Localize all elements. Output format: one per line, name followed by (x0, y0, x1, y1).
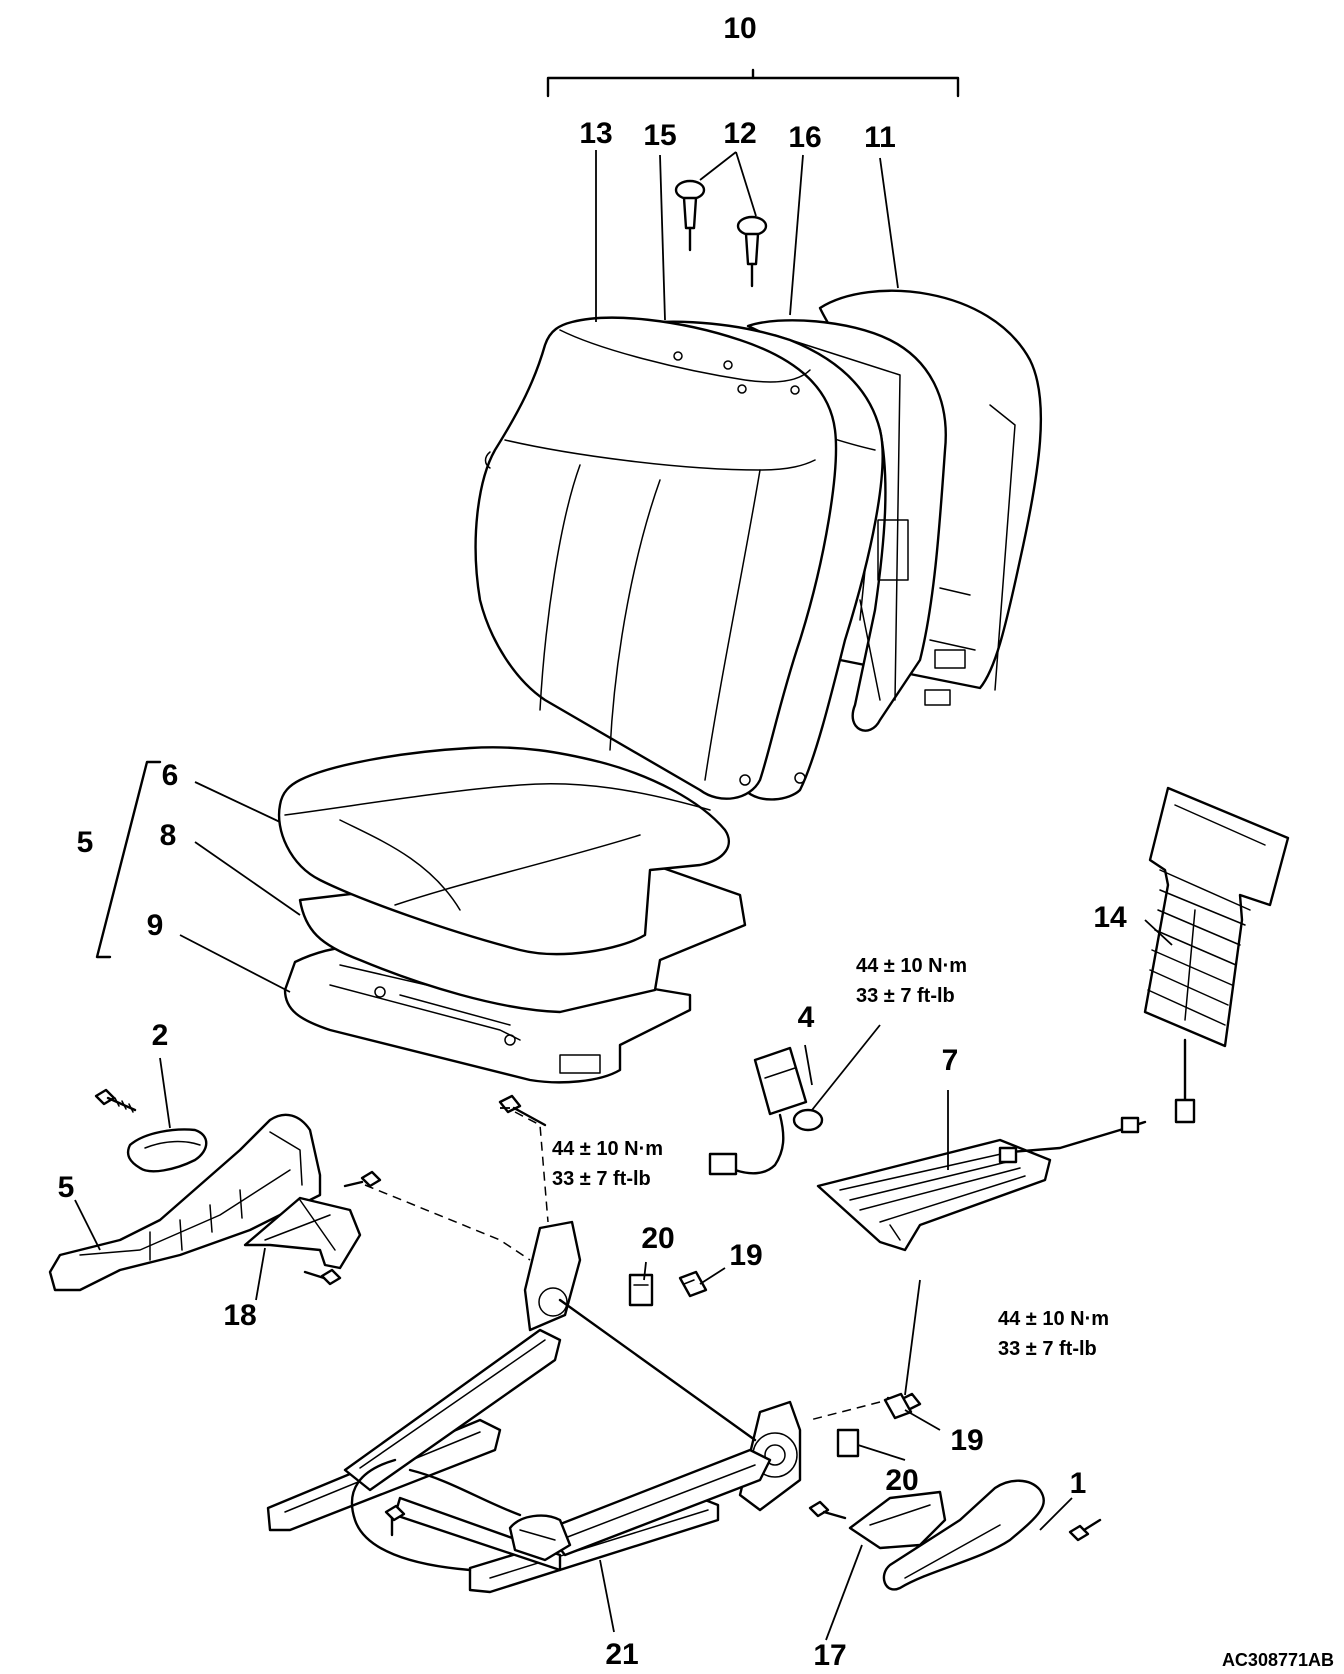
inner-side-cover (882, 1479, 1045, 1591)
callout-18: 18 (223, 1299, 256, 1332)
callout-4: 4 (798, 1001, 815, 1034)
seatback-heater-pad (1143, 786, 1290, 1124)
assembly-line-bolt (514, 1111, 549, 1223)
headrest-guide-left (674, 179, 706, 252)
callout-10: 10 (723, 12, 756, 45)
assembly-line-frame-bolt (809, 1401, 881, 1421)
callout-19-upper: 19 (729, 1239, 762, 1272)
bolt-cover-right-screw (1068, 1518, 1102, 1542)
clip-19-lower (883, 1392, 913, 1420)
seatback-group-bracket (546, 68, 960, 98)
callout-6: 6 (162, 759, 179, 792)
inner-shield-bracket (848, 1490, 947, 1550)
clip-19-upper (678, 1270, 708, 1298)
callout-21: 21 (605, 1638, 638, 1671)
callout-11: 11 (864, 121, 896, 154)
assembly-line-shield (364, 1184, 531, 1261)
torque-buckle-metric: 44 ± 10 N·m (552, 1138, 663, 1160)
torque-belt-anchor-imperial: 33 ± 7 ft-lb (856, 985, 955, 1007)
torque-buckle-imperial: 33 ± 7 ft-lb (552, 1168, 651, 1190)
callout-19-lower: 19 (950, 1424, 983, 1457)
figure-code: AC308771AB (1222, 1650, 1334, 1670)
seat-adjuster-frame (266, 1094, 922, 1594)
callout-13: 13 (579, 117, 612, 150)
callout-9: 9 (147, 909, 164, 942)
clip-20-upper (628, 1273, 654, 1307)
leader-lines (74, 150, 1173, 1641)
callout-5-cushion: 5 (77, 826, 94, 859)
callout-12: 12 (723, 117, 756, 150)
callout-20-lower: 20 (885, 1464, 918, 1497)
torque-frame-bolt-imperial: 33 ± 7 ft-lb (998, 1338, 1097, 1360)
seatback-cover (474, 316, 838, 800)
callout-8: 8 (160, 819, 177, 852)
outer-side-shield (48, 1113, 322, 1292)
seat-cushion-heater-pad (816, 1116, 1147, 1252)
bolt-shield-screw (343, 1170, 382, 1188)
callout-14: 14 (1093, 901, 1127, 934)
callout-15: 15 (643, 119, 676, 152)
callout-7: 7 (942, 1044, 959, 1077)
callout-5-shield: 5 (58, 1171, 75, 1204)
torque-frame-bolt-metric: 44 ± 10 N·m (998, 1308, 1109, 1330)
clip-20-lower (836, 1428, 860, 1458)
seat-belt-buckle (708, 1046, 824, 1176)
callout-17: 17 (813, 1639, 846, 1672)
seat-cushion-cover (277, 746, 731, 956)
callout-1: 1 (1070, 1467, 1087, 1500)
recliner-knob (126, 1128, 208, 1173)
bolt-cover-screw (303, 1268, 342, 1286)
torque-belt-anchor-metric: 44 ± 10 N·m (856, 955, 967, 977)
bolt-knob-screw (94, 1088, 137, 1113)
front-inner-cover (243, 1196, 362, 1270)
cushion-group-bracket (95, 760, 162, 959)
callout-2: 2 (152, 1019, 169, 1052)
callout-20-upper: 20 (641, 1222, 674, 1255)
bolt-bracket-screw (808, 1500, 847, 1520)
headrest-guide-right (736, 215, 768, 288)
callout-16: 16 (788, 121, 821, 154)
